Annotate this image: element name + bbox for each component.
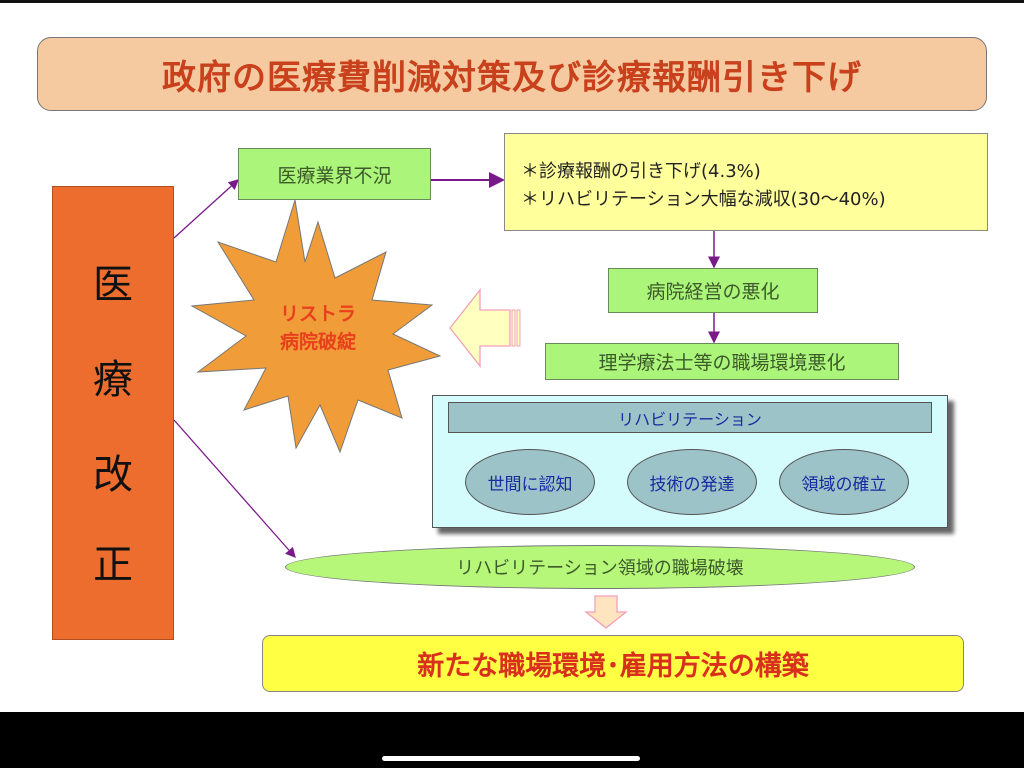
connectors bbox=[173, 172, 720, 629]
rehab-header: リハビリテーション bbox=[448, 402, 932, 433]
pt-workplace-box: 理学療法士等の職場環境悪化 bbox=[545, 343, 899, 380]
burst-line: リストラ bbox=[279, 303, 356, 325]
rehab-item: 世間に認知 bbox=[465, 449, 595, 515]
destruction-ellipse: リハビリテーション領域の職場破壊 bbox=[285, 545, 915, 589]
hospital-management-box: 病院経営の悪化 bbox=[608, 268, 818, 313]
reasons-box: ＊診療報酬の引き下げ(4.3%) ＊リハビリテーション大幅な減収(30〜40%) bbox=[504, 133, 988, 231]
left-char: 療 bbox=[93, 357, 133, 403]
starburst-shape bbox=[190, 199, 442, 454]
reason-item: ＊リハビリテーション大幅な減収(30〜40%) bbox=[521, 189, 886, 210]
burst-label: リストラ 病院破綻 bbox=[238, 300, 398, 356]
home-indicator[interactable] bbox=[382, 756, 640, 761]
medical-reform-box: 医 療 改 正 bbox=[52, 186, 174, 640]
burst-line: 病院破綻 bbox=[279, 331, 356, 353]
block-arrow-left bbox=[449, 288, 511, 368]
reason-item: ＊診療報酬の引き下げ(4.3%) bbox=[521, 161, 761, 182]
left-char: 正 bbox=[93, 542, 133, 588]
left-char: 改 bbox=[93, 452, 133, 498]
slide-title: 政府の医療費削減対策及び診療報酬引き下げ bbox=[37, 37, 987, 111]
block-arrow-down bbox=[584, 595, 628, 629]
top-bar bbox=[0, 0, 1024, 3]
conclusion-box: 新たな職場環境･雇用方法の構築 bbox=[262, 635, 964, 692]
arrow bbox=[173, 179, 239, 239]
industry-slump-box: 医療業界不況 bbox=[238, 148, 431, 200]
rehab-item: 技術の発達 bbox=[627, 449, 757, 515]
left-char: 医 bbox=[93, 262, 133, 308]
rehab-item: 領域の確立 bbox=[779, 449, 909, 515]
arrow bbox=[173, 419, 296, 558]
